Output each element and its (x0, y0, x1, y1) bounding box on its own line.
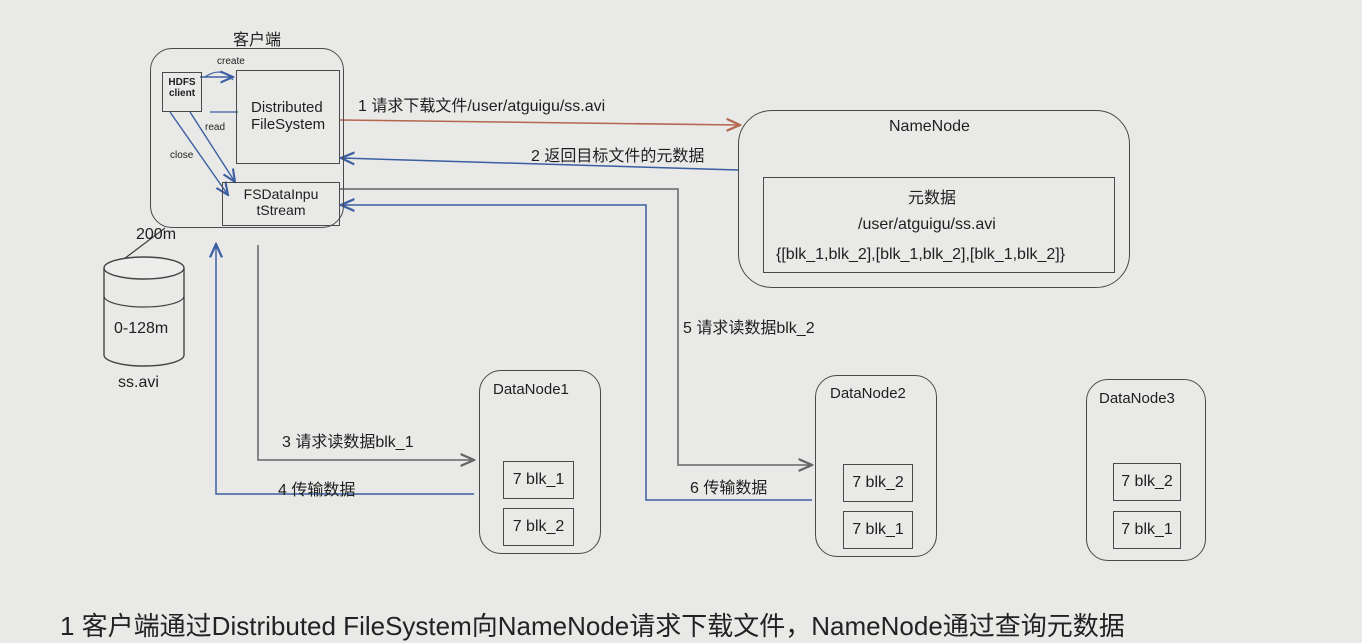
fsdatainputstream-box: FSDataInpu tStream (222, 182, 340, 226)
step1-label: 1 请求下载文件/user/atguigu/ss.avi (358, 98, 606, 115)
file-name-label: ss.avi (118, 374, 159, 391)
file-size-label: 200m (136, 226, 177, 243)
step2-arrow (341, 158, 739, 171)
metadata-title: 元数据 (908, 190, 957, 207)
datanode1-block-1: 7 blk_1 (503, 461, 574, 499)
datanode2-title: DataNode2 (830, 385, 906, 402)
metadata-path: /user/atguigu/ss.avi (858, 216, 996, 233)
step5-label: 5 请求读数据blk_2 (683, 320, 815, 337)
datanode2-block-2: 7 blk_1 (843, 511, 913, 549)
hdfs-client-box: HDFS client (162, 72, 202, 112)
file-range-label: 0-128m (114, 320, 169, 337)
step6-arrow (341, 205, 812, 501)
step6-label: 6 传输数据 (690, 480, 768, 497)
datanode2-box (815, 375, 937, 557)
step3-arrow (257, 245, 474, 460)
step1-arrow (339, 120, 740, 125)
connector-layer (103, 0, 1362, 501)
client-box (150, 48, 344, 228)
step5-arrow (340, 188, 812, 465)
datanode1-title: DataNode1 (493, 381, 569, 398)
client-title: 客户端 (233, 32, 282, 49)
close-arrow (169, 111, 228, 195)
distributed-filesystem-box: Distributed FileSystem (236, 70, 340, 164)
namenode-box (738, 110, 1130, 288)
read-arrow (189, 111, 235, 182)
metadata-box (763, 177, 1115, 273)
datanode1-block-2: 7 blk_2 (503, 508, 574, 546)
file-link (119, 227, 166, 263)
datanode3-box (1086, 379, 1206, 561)
step4-label: 4 传输数据 (278, 482, 356, 499)
datanode3-block-2: 7 blk_1 (1113, 511, 1181, 549)
close-label: close (170, 150, 194, 161)
namenode-title: NameNode (889, 118, 970, 135)
datanode3-block-1: 7 blk_2 (1113, 463, 1181, 501)
caption-text: 1 客户端通过Distributed FileSystem向NameNode请求… (60, 611, 1125, 641)
read-label: read (205, 122, 226, 133)
create-label: create (217, 56, 245, 67)
step4-arrow (216, 244, 474, 495)
step3-label: 3 请求读数据blk_1 (282, 434, 414, 451)
datanode2-block-1: 7 blk_2 (843, 464, 913, 502)
metadata-blocks: {[blk_1,blk_2],[blk_1,blk_2],[blk_1,blk_… (776, 246, 1066, 263)
step2-label: 2 返回目标文件的元数据 (531, 148, 705, 165)
file-cylinder-icon (103, 256, 185, 367)
datanode1-box (479, 370, 601, 554)
datanode3-title: DataNode3 (1099, 390, 1175, 407)
